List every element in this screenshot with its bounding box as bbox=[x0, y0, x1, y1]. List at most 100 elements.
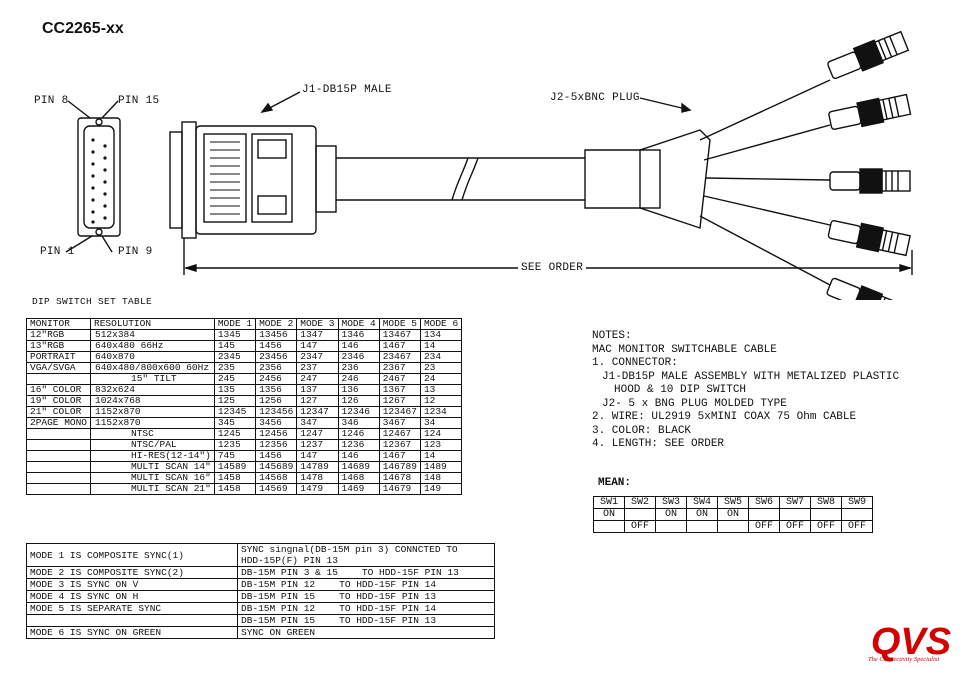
table-cell: 234 bbox=[419, 351, 463, 363]
table-cell: 14789 bbox=[296, 461, 339, 473]
table-cell: 135 bbox=[213, 384, 257, 396]
sync-mode-table: MODE 1 IS COMPOSITE SYNC(1)SYNC singnal(… bbox=[26, 543, 495, 639]
db15-face-icon bbox=[77, 117, 121, 237]
switch-cell bbox=[779, 508, 811, 521]
table-cell: 147 bbox=[296, 450, 339, 462]
table-cell: 1346 bbox=[337, 329, 380, 341]
switch-cell: SW2 bbox=[624, 496, 656, 509]
qvs-logo: QVS bbox=[871, 621, 951, 663]
table-cell: 2347 bbox=[296, 351, 339, 363]
table-cell: HI-RES(12-14") bbox=[90, 450, 215, 462]
table-cell: 12345 bbox=[213, 406, 257, 418]
table-cell: 13"RGB bbox=[25, 340, 92, 352]
table-cell: 1256 bbox=[255, 395, 298, 407]
table-cell: 1458 bbox=[213, 472, 257, 484]
sync-mode-cell: MODE 2 IS COMPOSITE SYNC(2) bbox=[26, 566, 238, 579]
pin1-label: PIN 1 bbox=[40, 246, 75, 258]
switch-cell: SW4 bbox=[686, 496, 718, 509]
table-cell: 145 bbox=[213, 340, 257, 352]
table-cell: MULTI SCAN 14" bbox=[90, 461, 215, 473]
switch-cell: OFF bbox=[779, 520, 811, 533]
table-cell: 21" COLOR bbox=[25, 406, 92, 418]
table-cell: 512x384 bbox=[90, 329, 215, 341]
table-cell: 12467 bbox=[378, 428, 421, 440]
switch-cell: OFF bbox=[810, 520, 842, 533]
switch-cell: SW9 bbox=[841, 496, 873, 509]
table-cell: VGA/SVGA bbox=[25, 362, 92, 374]
table-cell: 1467 bbox=[378, 450, 421, 462]
table-cell: 14 bbox=[419, 450, 463, 462]
table-cell: PORTRAIT bbox=[25, 351, 92, 363]
sync-wiring-source: DB-15M PIN 15 bbox=[241, 615, 316, 626]
table-cell: 245 bbox=[213, 373, 257, 385]
table-cell: 1237 bbox=[296, 439, 339, 451]
table-cell: 2456 bbox=[255, 373, 298, 385]
sync-wiring-source: SYNC ON GREEN bbox=[241, 627, 316, 638]
table-cell: 1345 bbox=[213, 329, 257, 341]
table-cell: 13 bbox=[419, 384, 463, 396]
table-cell: MODE 3 bbox=[296, 318, 339, 330]
switch-cell bbox=[655, 520, 687, 533]
table-cell: 346 bbox=[337, 417, 380, 429]
table-cell: 12356 bbox=[255, 439, 298, 451]
table-cell: 13456 bbox=[255, 329, 298, 341]
notes-heading: NOTES: bbox=[592, 330, 632, 342]
table-cell: 832x624 bbox=[90, 384, 215, 396]
table-cell: 1468 bbox=[337, 472, 380, 484]
table-cell: 125 bbox=[213, 395, 257, 407]
table-cell: 12347 bbox=[296, 406, 339, 418]
logo-text: QVS bbox=[871, 621, 951, 663]
sync-mode-cell: MODE 3 IS SYNC ON V bbox=[26, 578, 238, 591]
table-cell: 1267 bbox=[378, 395, 421, 407]
pin9-label: PIN 9 bbox=[118, 246, 153, 258]
logo-tagline: The Connectivity Specialist bbox=[868, 656, 940, 663]
switch-cell: OFF bbox=[841, 520, 873, 533]
sync-wiring-source: DB-15M PIN 3 & 15 bbox=[241, 567, 338, 578]
table-cell: 15" TILT bbox=[90, 373, 215, 385]
notes-block: NOTES: MAC MONITOR SWITCHABLE CABLE 1. C… bbox=[592, 330, 922, 452]
table-cell: 34 bbox=[419, 417, 463, 429]
sync-wiring-source: DB-15M PIN 12 bbox=[241, 603, 316, 614]
table-cell bbox=[25, 373, 92, 385]
switch-cell: ON bbox=[655, 508, 687, 521]
table-cell: MODE 2 bbox=[255, 318, 298, 330]
switch-cell: OFF bbox=[748, 520, 780, 533]
table-cell: 14678 bbox=[378, 472, 421, 484]
sync-wiring-target: TO HDD-15F PIN 14 bbox=[339, 579, 437, 590]
sync-wiring-target: HDD-15P(F) PIN 13 bbox=[241, 555, 338, 566]
notes-line: HOOD & 10 DIP SWITCH bbox=[614, 384, 747, 396]
table-cell: NTSC/PAL bbox=[90, 439, 215, 451]
table-cell: 1467 bbox=[378, 340, 421, 352]
sync-mode-cell: MODE 1 IS COMPOSITE SYNC(1) bbox=[26, 543, 238, 567]
table-cell: 134 bbox=[419, 329, 463, 341]
table-cell: 16" COLOR bbox=[25, 384, 92, 396]
table-cell: 237 bbox=[296, 362, 339, 374]
table-cell: 123456 bbox=[255, 406, 298, 418]
switch-cell bbox=[593, 520, 625, 533]
table-cell: 23467 bbox=[378, 351, 421, 363]
table-cell: 14589 bbox=[213, 461, 257, 473]
table-cell: 124 bbox=[419, 428, 463, 440]
table-cell: 246 bbox=[337, 373, 380, 385]
switch-cell bbox=[686, 520, 718, 533]
switch-cell: SW5 bbox=[717, 496, 749, 509]
table-cell: 147 bbox=[296, 340, 339, 352]
table-cell: 640x480/800x600 60Hz bbox=[90, 362, 215, 374]
table-cell: MODE 5 bbox=[378, 318, 421, 330]
table-cell bbox=[25, 450, 92, 462]
switch-cell: SW7 bbox=[779, 496, 811, 509]
table-cell: 1478 bbox=[296, 472, 339, 484]
table-cell: 347 bbox=[296, 417, 339, 429]
table-cell: 1235 bbox=[213, 439, 257, 451]
switch-cell: SW3 bbox=[655, 496, 687, 509]
